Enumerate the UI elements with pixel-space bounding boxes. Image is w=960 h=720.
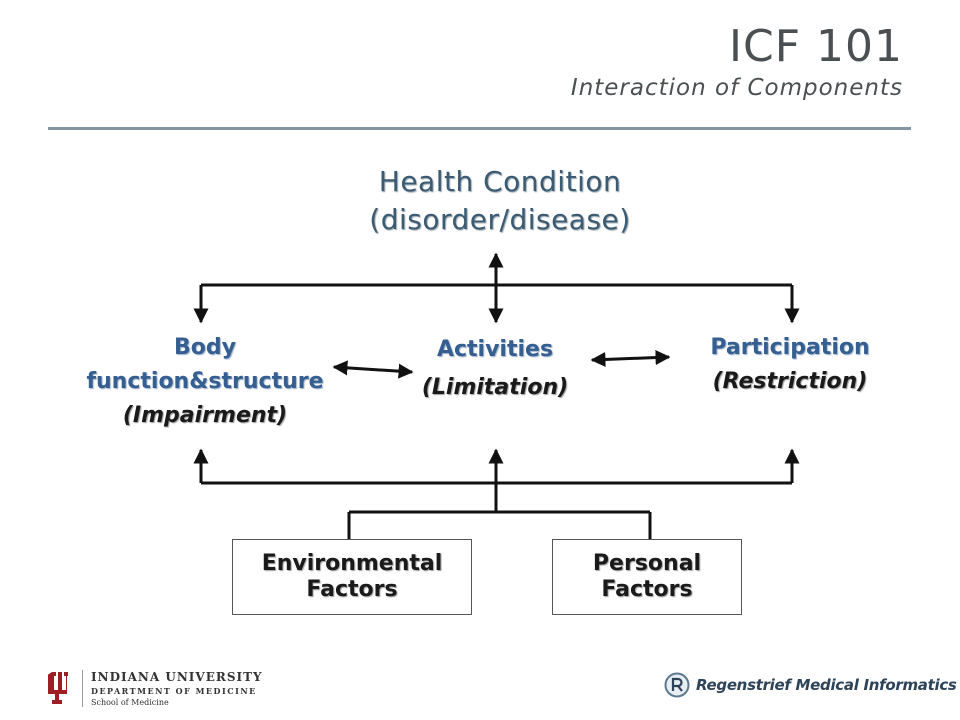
slide-title: ICF 101	[729, 21, 903, 72]
health-condition-label: Health Condition	[378, 165, 622, 198]
participation-label: Participation	[710, 335, 870, 360]
school-name: School of Medicine	[91, 698, 169, 707]
iu-wordmark: INDIANA UNIVERSITY DEPARTMENT OF MEDICIN…	[82, 670, 263, 707]
iu-trident-icon	[48, 672, 68, 704]
regenstrief-logo-icon	[664, 672, 690, 698]
activities-node: Activities (Limitation)	[400, 331, 590, 407]
title-block: ICF 101 Interaction of Components	[570, 21, 903, 101]
body-function-label: function&structure	[86, 369, 324, 394]
slide-subtitle: Interaction of Components	[570, 74, 903, 101]
department-name: DEPARTMENT OF MEDICINE	[91, 686, 257, 696]
environmental-label: Environmental	[261, 551, 443, 576]
personal-factors-box: Personal Factors	[552, 539, 742, 615]
participation-node: Participation (Restriction)	[665, 331, 915, 399]
title-divider	[48, 127, 911, 130]
impairment-label: (Impairment)	[122, 403, 288, 428]
personal-factors-label: Factors	[601, 577, 693, 602]
activities-label: Activities	[436, 337, 554, 362]
health-condition-node: Health Condition (disorder/disease)	[300, 163, 700, 239]
limitation-label: (Limitation)	[421, 375, 569, 400]
environmental-factors-label: Factors	[306, 577, 398, 602]
university-name: INDIANA UNIVERSITY	[91, 670, 263, 684]
health-condition-sublabel: (disorder/disease)	[369, 203, 631, 236]
regenstrief-logo-block: Regenstrief Medical Informatics	[664, 672, 957, 698]
restriction-label: (Restriction)	[712, 369, 868, 394]
environmental-factors-box: Environmental Factors	[232, 539, 472, 615]
body-function-node: Body function&structure (Impairment)	[55, 331, 355, 433]
arrow-activities-participation	[590, 350, 671, 367]
regenstrief-name: Regenstrief Medical Informatics	[696, 676, 957, 694]
iu-logo-block: INDIANA UNIVERSITY DEPARTMENT OF MEDICIN…	[48, 670, 263, 708]
body-label: Body	[174, 335, 236, 360]
personal-label: Personal	[592, 551, 702, 576]
arrow-body-activities	[332, 360, 414, 379]
